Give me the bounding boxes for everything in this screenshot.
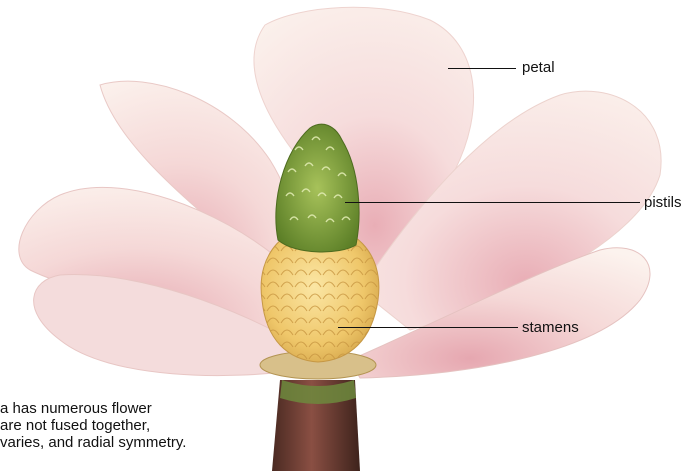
caption-line-1: a has numerous flower [0, 400, 290, 417]
stamens-label: stamens [522, 320, 579, 335]
pistils-callout-line [345, 202, 640, 203]
pistils-label: pistils [644, 195, 682, 210]
caption-text: a has numerous flower are not fused toge… [0, 400, 290, 451]
petal-label: petal [522, 60, 555, 75]
petal-callout-line [448, 68, 516, 69]
stamens-callout-line [338, 327, 518, 328]
caption-line-2: are not fused together, [0, 417, 290, 434]
caption-line-3: varies, and radial symmetry. [0, 434, 290, 451]
